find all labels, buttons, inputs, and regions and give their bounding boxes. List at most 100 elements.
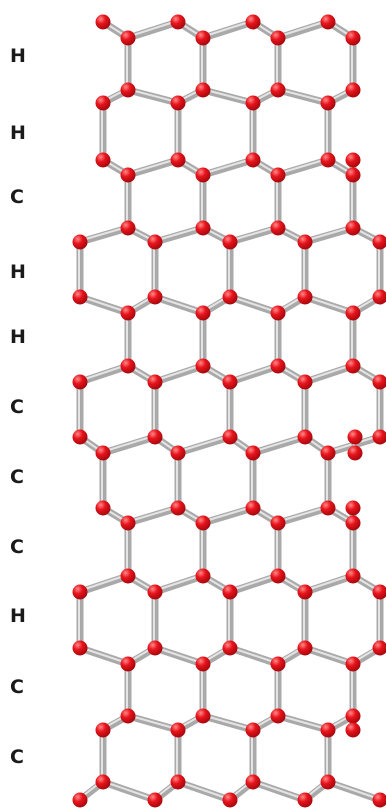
bond-122 [199, 660, 207, 720]
atom-10 [120, 82, 136, 98]
bond-84 [99, 449, 107, 512]
bond-46 [151, 238, 159, 301]
bond-108 [76, 588, 84, 652]
atom-65 [170, 500, 186, 516]
atom-85 [297, 640, 313, 656]
atom-16 [320, 95, 336, 111]
bond-86 [249, 449, 257, 512]
atom-19 [245, 152, 261, 168]
bond-85 [174, 449, 182, 512]
stacking-label-1: H [10, 45, 26, 67]
atom-67 [320, 500, 336, 516]
bond-123 [274, 660, 282, 720]
atom-21 [120, 167, 136, 183]
atom-77 [72, 584, 88, 600]
atom-46 [270, 358, 286, 374]
atom-95 [95, 722, 111, 738]
atom-36 [147, 289, 163, 305]
bond-133 [99, 726, 107, 786]
bond-135 [249, 726, 257, 786]
bond-6 [274, 18, 332, 42]
bond-41 [226, 224, 282, 246]
bond-62 [76, 362, 132, 386]
bond-22 [174, 99, 182, 164]
atom-94 [345, 708, 361, 724]
atom-97 [245, 722, 261, 738]
bond-100 [76, 572, 132, 596]
atom-50 [222, 374, 238, 390]
bond-24 [324, 99, 332, 164]
atom-43 [345, 305, 361, 321]
bond-136 [324, 726, 332, 786]
atom-7 [320, 14, 336, 30]
bond-10 [124, 34, 132, 94]
atom-105 [147, 792, 163, 808]
atom-41 [195, 305, 211, 321]
bond-26 [124, 156, 182, 179]
atom-17 [95, 152, 111, 168]
stacking-label-6: C [10, 396, 24, 418]
stacking-label-2: H [10, 122, 26, 144]
atom-4 [195, 30, 211, 46]
atom-66 [245, 500, 261, 516]
atom-80 [297, 584, 313, 600]
stacking-label-4: H [10, 261, 26, 283]
atom-layer [72, 14, 386, 808]
atom-98 [320, 722, 336, 738]
bond-80 [249, 433, 309, 457]
atom-86 [372, 640, 386, 656]
bond-58 [124, 309, 132, 370]
atom-23 [270, 167, 286, 183]
atom-38 [297, 289, 313, 305]
atom-56 [297, 429, 313, 445]
stacking-label-5: H [10, 326, 26, 348]
atom-87 [120, 656, 136, 672]
stacking-label-3: C [10, 186, 24, 208]
atom-96 [170, 722, 186, 738]
atom-45 [195, 358, 211, 374]
stacking-label-10: C [10, 676, 24, 698]
bond-36 [349, 171, 357, 232]
bond-68 [301, 362, 357, 386]
atom-12 [270, 82, 286, 98]
atom-22 [195, 167, 211, 183]
bond-87 [324, 449, 332, 512]
bond-11 [199, 34, 207, 94]
atom-76 [345, 568, 361, 584]
bond-93 [274, 504, 332, 527]
atom-18 [170, 152, 186, 168]
atom-34 [372, 234, 386, 250]
bond-142 [249, 778, 309, 804]
bond-111 [301, 588, 309, 652]
bond-37 [76, 224, 132, 246]
atom-73 [120, 568, 136, 584]
bond-12 [274, 34, 282, 94]
atom-75 [270, 568, 286, 584]
atom-20 [320, 152, 336, 168]
atom-48 [72, 374, 88, 390]
bond-140 [174, 778, 234, 804]
atom-40 [120, 305, 136, 321]
atom-8 [345, 30, 361, 46]
bond-76 [99, 433, 159, 457]
bond-66 [226, 362, 282, 386]
atom-89 [270, 656, 286, 672]
atom-53 [72, 429, 88, 445]
atom-88 [195, 656, 211, 672]
bond-2 [124, 18, 182, 42]
bond-109 [151, 588, 159, 652]
atom-35 [72, 289, 88, 305]
bond-21 [99, 99, 107, 164]
bond-59 [199, 309, 207, 370]
atom-107 [297, 792, 313, 808]
atom-101 [170, 774, 186, 790]
atom-49 [147, 374, 163, 390]
bond-144 [324, 778, 384, 804]
atom-61 [320, 445, 336, 461]
atom-37 [222, 289, 238, 305]
atom-54 [147, 429, 163, 445]
atom-83 [147, 640, 163, 656]
bond-112 [376, 588, 384, 652]
atom-84 [222, 640, 238, 656]
bond-60 [274, 309, 282, 370]
